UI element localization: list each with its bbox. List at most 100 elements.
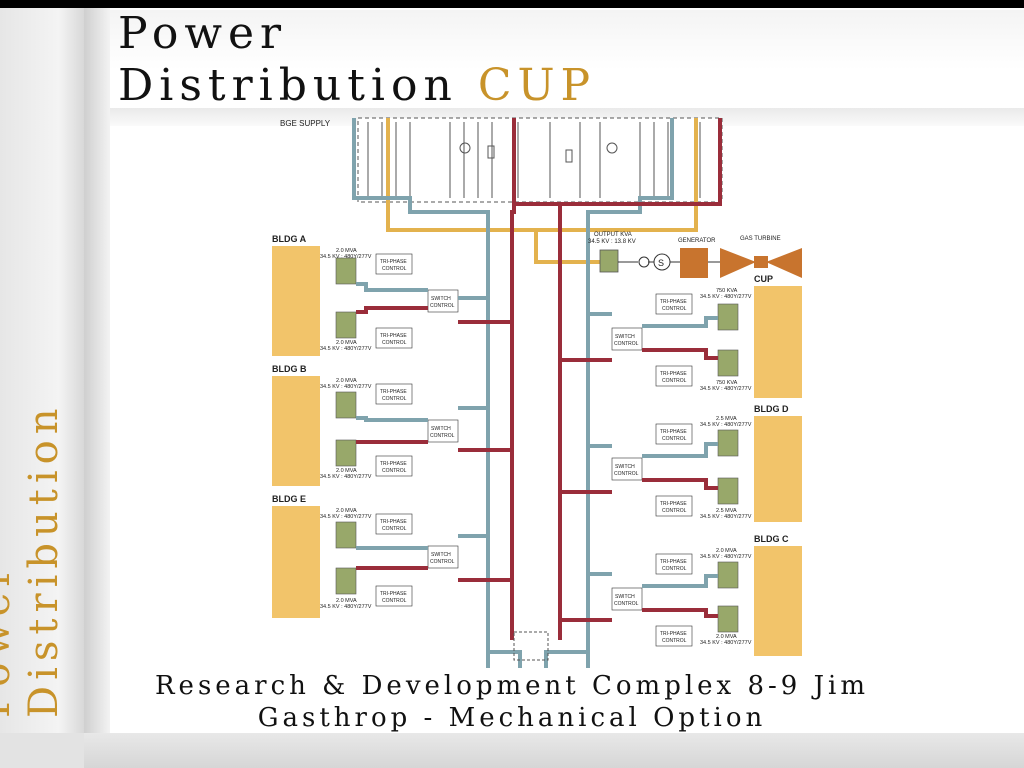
building-panel [754,416,802,522]
building-panel [272,506,320,618]
rating-mva: 2.5 MVA [716,416,737,422]
transformer-icon [717,477,739,505]
side-title: Power Distribution [0,218,68,718]
rating-mva: 2.0 MVA [336,468,357,474]
red-supply-lines [510,118,722,640]
side-title-line-2: Distribution [21,402,67,718]
control-label: CONTROL [430,433,455,439]
switch-label: SWITCH [431,552,451,558]
control-label: CONTROL [382,396,407,402]
tri-phase-label: TRI-PHASE [660,631,687,637]
tri-phase-label: TRI-PHASE [380,519,407,525]
transformer-icon [717,429,739,457]
tri-phase-label: TRI-PHASE [380,591,407,597]
control-label: CONTROL [662,306,687,312]
tri-phase-label: TRI-PHASE [660,371,687,377]
switch-label: SWITCH [615,464,635,470]
rating-mva: 2.0 MVA [336,378,357,384]
left-shade [84,0,110,768]
title-underline-band [110,108,1024,126]
rating-kv: 34.5 KV : 480Y/277V [320,474,372,480]
control-label: CONTROL [662,566,687,572]
rating-kv: 34.5 KV : 480Y/277V [320,384,372,390]
control-label: CONTROL [614,341,639,347]
building-name: BLDG C [754,534,789,544]
building-name: BLDG E [272,494,306,504]
control-label: CONTROL [382,266,407,272]
building-panel [272,246,320,356]
caption-line-1: Research & Development Complex 8-9 Jim [154,671,870,701]
rating-mva: 2.0 MVA [716,634,737,640]
power-distribution-diagram: BGE SUPPLY OUTPUT KVA 34.5 KV : 13.8 KV [272,117,802,668]
gas-turbine-icon [720,248,756,278]
transformer-icon [335,257,357,285]
rating-kv: 34.5 KV : 480Y/277V [700,640,752,646]
rating-kv: 34.5 KV : 480Y/277V [700,514,752,520]
control-label: CONTROL [662,638,687,644]
left-building-b: BLDG B 2.0 MVA 34.5 KV : 480Y/277V 2.0 M… [272,364,512,486]
supply-label: BGE SUPPLY [280,119,331,128]
generator-group: OUTPUT KVA 34.5 KV : 13.8 KV S GENERATOR… [588,232,802,278]
tri-phase-label: TRI-PHASE [660,559,687,565]
building-panel [754,286,802,398]
generator-label: GENERATOR [678,238,716,244]
transformer-icon [335,567,357,595]
switch-label: SWITCH [615,334,635,340]
transformer-icon [717,561,739,589]
rating-mva: 2.0 MVA [336,598,357,604]
title-line-1: Power [118,8,288,59]
title-accent: CUP [477,60,597,111]
tri-phase-label: TRI-PHASE [380,461,407,467]
rating-kv: 34.5 KV : 480Y/277V [700,294,752,300]
right-building-cup: CUP 750 KVA 34.5 KV : 480Y/277V 750 KVA … [560,274,802,398]
generator-block [680,248,708,278]
rating-kv: 34.5 KV : 480Y/277V [700,422,752,428]
left-panel [0,0,84,768]
tri-phase-label: TRI-PHASE [660,429,687,435]
control-label: CONTROL [430,303,455,309]
rating-mva: 750 KVA [716,288,738,294]
building-name: CUP [754,274,773,284]
bottom-bus [488,631,588,668]
rating-kv: 34.5 KV : 480Y/277V [320,514,372,520]
side-title-line-1: Power [0,561,19,718]
title-line-2: Distribution CUP [118,60,596,112]
control-label: CONTROL [662,508,687,514]
output-label: OUTPUT KVA [594,232,632,238]
bge-supply-block: BGE SUPPLY [280,117,723,203]
rating-mva: 2.0 MVA [716,548,737,554]
control-label: CONTROL [614,471,639,477]
gold-supply-loop [386,118,698,264]
control-label: CONTROL [382,468,407,474]
rating-mva: 2.5 MVA [716,508,737,514]
rating-kv: 34.5 KV : 480Y/277V [320,346,372,352]
transformer-icon [717,303,739,331]
right-building-d: BLDG D 2.5 MVA 34.5 KV : 480Y/277V 2.5 M… [560,404,802,522]
svg-text:S: S [658,258,664,268]
output-transformer [599,249,619,273]
building-panel [272,376,320,486]
control-label: CONTROL [430,559,455,565]
title-line-2-text: Distribution [118,60,458,111]
rating-mva: 2.0 MVA [336,248,357,254]
tri-phase-label: TRI-PHASE [380,333,407,339]
building-name: BLDG D [754,404,789,414]
title-band [110,10,1024,70]
tri-phase-label: TRI-PHASE [660,299,687,305]
tri-phase-label: TRI-PHASE [380,259,407,265]
control-label: CONTROL [662,378,687,384]
rating-mva: 2.0 MVA [336,508,357,514]
control-label: CONTROL [662,436,687,442]
gas-turbine-label: GAS TURBINE [740,236,781,242]
rating-kv: 34.5 KV : 480Y/277V [320,254,372,260]
tri-phase-label: TRI-PHASE [380,389,407,395]
transformer-icon [717,349,739,377]
footer-band-shade [84,733,1024,768]
transformer-icon [335,439,357,467]
transformer-icon [335,521,357,549]
left-building-e: BLDG E 2.0 MVA 34.5 KV : 480Y/277V 2.0 M… [272,494,512,618]
building-name: BLDG A [272,234,307,244]
building-panel [754,546,802,656]
control-label: CONTROL [382,340,407,346]
control-label: CONTROL [614,601,639,607]
